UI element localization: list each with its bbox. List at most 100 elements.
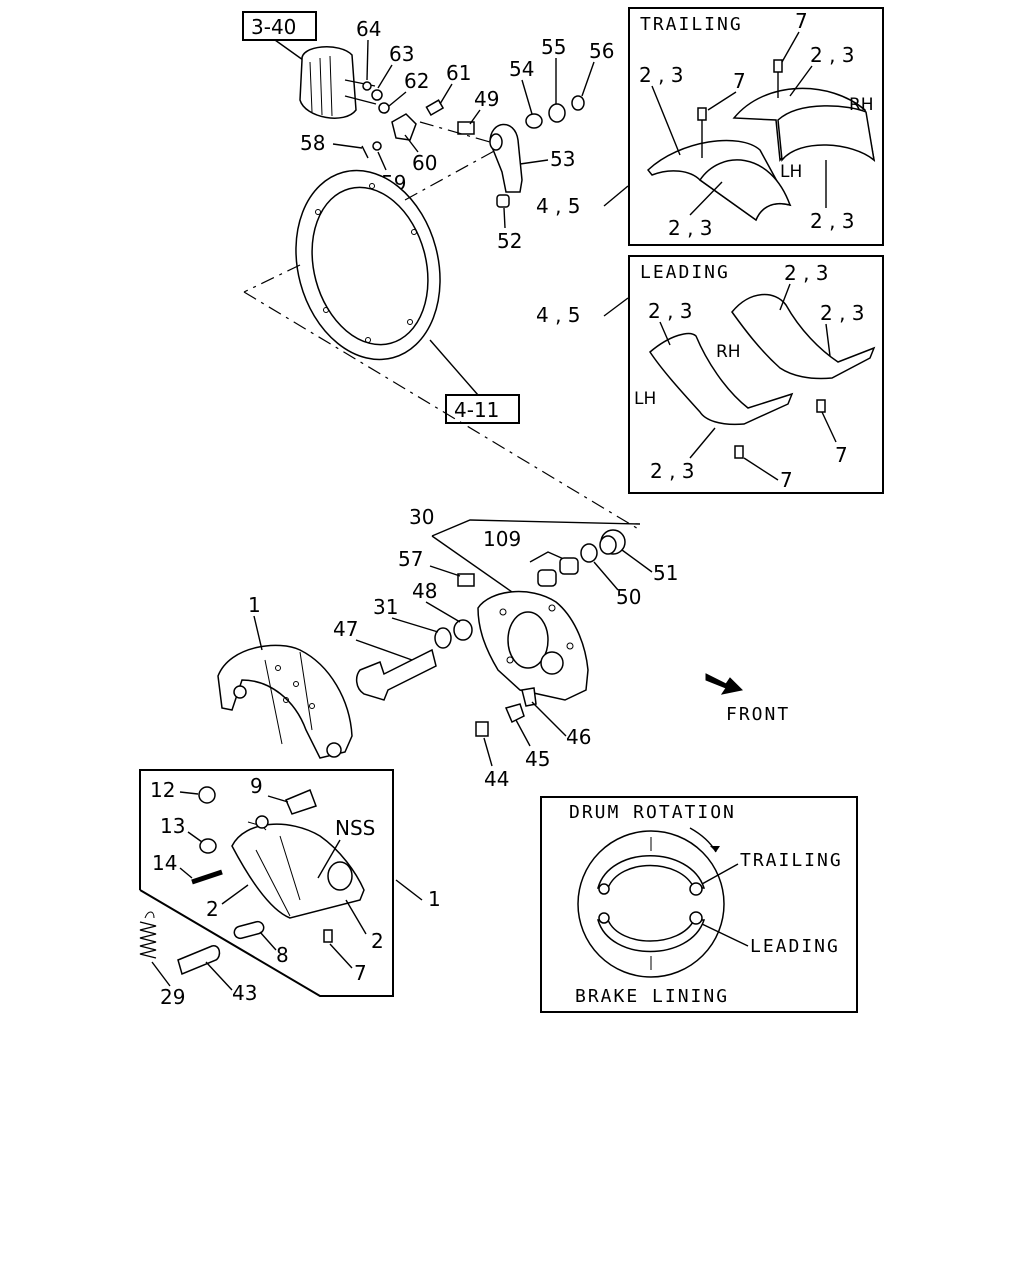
leading-title: LEADING [640, 262, 730, 283]
callout-60: 60 [412, 151, 437, 175]
bushing-52 [496, 194, 510, 208]
ref-4-11: 4-11 [454, 398, 499, 422]
legend-trailing: TRAILING [740, 850, 843, 871]
clevis-60 [391, 113, 417, 141]
callout-58: 58 [300, 131, 325, 155]
trailing-callout-7b: 7 [733, 69, 746, 93]
callout-51: 51 [653, 561, 678, 585]
leading-callout-7b: 7 [780, 468, 793, 492]
nut-64 [362, 81, 372, 91]
callout-7-bottom: 7 [354, 961, 367, 985]
front-label: FRONT [726, 704, 790, 725]
washer-62 [378, 102, 390, 114]
trailing-box: TRAILING RH LH 7 7 2 , 3 2 , 3 2 , 3 2 ,… [628, 7, 884, 246]
fitting-57 [457, 573, 475, 587]
callout-46: 46 [566, 725, 591, 749]
roller-12 [198, 786, 216, 804]
callout-57: 57 [398, 547, 423, 571]
nss-label: NSS [335, 816, 375, 840]
callout-1-top: 1 [248, 593, 261, 617]
callout-63: 63 [389, 42, 414, 66]
callout-48: 48 [412, 579, 437, 603]
washer-55 [548, 103, 566, 123]
spring-29 [139, 921, 157, 959]
leading-callout-23a: 2 , 3 [784, 261, 829, 285]
callout-109: 109 [483, 527, 521, 551]
callout-50: 50 [616, 585, 641, 609]
leading-rh-lining [731, 293, 876, 380]
callout-30: 30 [409, 505, 434, 529]
leading-rivet-7-b [734, 445, 744, 459]
callout-47: 47 [333, 617, 358, 641]
callout-31: 31 [373, 595, 398, 619]
washer-48 [453, 619, 473, 641]
callout-62: 62 [404, 69, 429, 93]
callout-29: 29 [160, 985, 185, 1009]
ref-box-3-40[interactable] [242, 11, 317, 41]
bolt-44 [475, 721, 489, 737]
leading-callout-23d: 2 , 3 [650, 459, 695, 483]
front-arrow-icon [705, 673, 744, 695]
trailing-rh-label: RH [849, 95, 874, 115]
callout-4-5-mid: 4 , 5 [536, 303, 581, 327]
leading-callout-7a: 7 [835, 443, 848, 467]
trailing-callout-7a: 7 [795, 9, 808, 33]
callout-56: 56 [589, 39, 614, 63]
pin-9 [285, 789, 317, 815]
leading-callout-23b: 2 , 3 [648, 299, 693, 323]
trailing-callout-23a: 2 , 3 [639, 63, 684, 87]
brake-chamber [299, 46, 357, 119]
washer-63 [371, 89, 383, 101]
callout-12: 12 [150, 778, 175, 802]
callout-2b: 2 [371, 929, 384, 953]
rivet-7 [323, 929, 333, 943]
shoe-detail-group: 12 9 13 14 NSS 8 2 2 7 1 [139, 769, 441, 1009]
trailing-callout-23b: 2 , 3 [810, 43, 855, 67]
bolt-49 [457, 121, 475, 135]
rivet-7-a [773, 59, 783, 73]
callout-1-right: 1 [428, 887, 441, 911]
washer-54 [525, 113, 543, 129]
legend-leading: LEADING [750, 936, 840, 957]
anchor-pin-43 [177, 945, 221, 976]
drum-outline [577, 830, 725, 978]
callout-44: 44 [484, 767, 509, 791]
nss-roller [327, 861, 353, 891]
trailing-callout-23d: 2 , 3 [810, 209, 855, 233]
callout-8: 8 [276, 943, 289, 967]
leading-lh-label: LH [634, 389, 656, 409]
trailing-lh-label: LH [780, 162, 802, 182]
clip-45 [504, 703, 525, 724]
trailing-frame [628, 7, 884, 246]
leading-rivet-7-a [816, 399, 826, 413]
front-indicator: FRONT [705, 673, 790, 725]
callout-54: 54 [509, 57, 534, 81]
bushing-109a [559, 557, 579, 575]
callout-4-5-top: 4 , 5 [536, 194, 581, 218]
callout-43: 43 [232, 981, 257, 1005]
callout-64: 64 [356, 17, 381, 41]
ref-3-40: 3-40 [251, 15, 296, 39]
spider-camshaft-group: 30 109 51 50 57 48 31 47 [217, 505, 678, 791]
bushing-109b [537, 569, 557, 587]
ref-box-4-11[interactable] [445, 394, 520, 424]
rivet-7-b [697, 107, 707, 121]
brake-shoe-assembly [217, 644, 353, 759]
leading-box: LEADING RH LH 2 , 3 2 , 3 2 , 3 2 , 3 7 … [536, 255, 884, 494]
washer-59 [372, 141, 382, 151]
brake-chamber-group: 3-40 64 63 62 61 60 58 59 49 [242, 11, 641, 531]
trailing-title: TRAILING [640, 14, 743, 35]
pin-8 [233, 920, 265, 940]
snap-ring-56 [571, 95, 585, 111]
camshaft-47 [355, 648, 437, 701]
callout-2a: 2 [206, 897, 219, 921]
leading-frame [628, 255, 884, 494]
callout-49: 49 [474, 87, 499, 111]
plate-46 [521, 687, 537, 707]
callout-55: 55 [541, 35, 566, 59]
washer-50 [580, 543, 598, 563]
callout-14: 14 [152, 851, 177, 875]
brake-shoe [231, 823, 365, 919]
callout-53: 53 [550, 147, 575, 171]
